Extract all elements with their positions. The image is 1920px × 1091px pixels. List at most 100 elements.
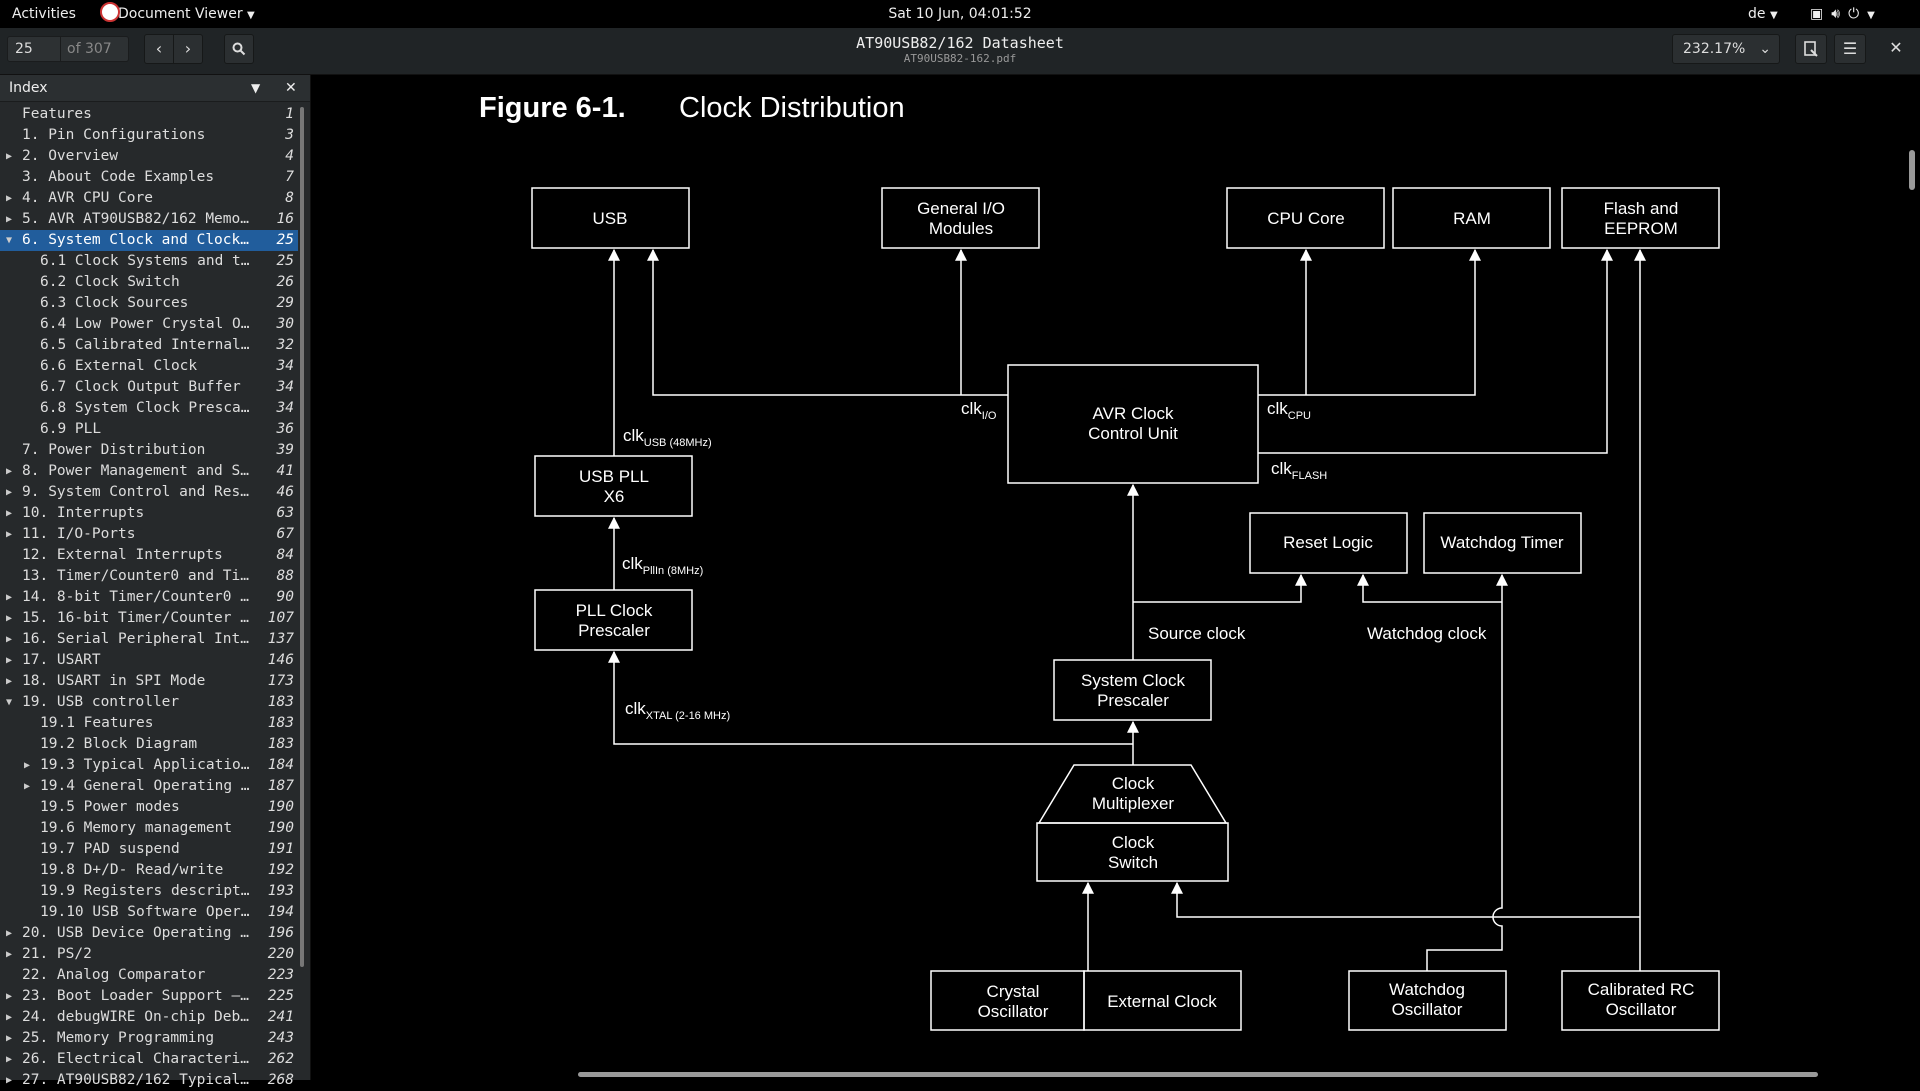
- close-icon: ✕: [1889, 38, 1903, 57]
- page-number-input[interactable]: 25: [7, 36, 61, 62]
- chevron-down-icon[interactable]: ▼: [251, 81, 261, 95]
- zoom-selector[interactable]: 232.17% ⌄: [1672, 34, 1780, 64]
- expander-collapsed-icon[interactable]: ▶: [6, 676, 13, 687]
- vertical-scrollbar[interactable]: [1909, 150, 1915, 190]
- index-item[interactable]: ▶27. AT90USB82/162 Typical…268: [0, 1070, 298, 1091]
- clock[interactable]: Sat 10 Jun, 04:01:52: [888, 6, 1032, 22]
- index-item[interactable]: 6.4 Low Power Crystal O…30: [0, 314, 298, 335]
- index-item[interactable]: ▶19.3 Typical Applicatio…184: [0, 755, 298, 776]
- expander-collapsed-icon[interactable]: ▶: [6, 487, 13, 498]
- app-menu[interactable]: Document Viewer ▼: [100, 0, 255, 28]
- expander-collapsed-icon[interactable]: ▶: [6, 949, 13, 960]
- expander-collapsed-icon[interactable]: ▶: [6, 1012, 13, 1023]
- document-filename: AT90USB82-162.pdf: [903, 52, 1017, 65]
- previous-page-button[interactable]: ‹: [144, 34, 174, 64]
- expander-collapsed-icon[interactable]: ▶: [6, 508, 13, 519]
- keyboard-layout-indicator[interactable]: de ▼: [1748, 0, 1778, 28]
- index-item[interactable]: 6.8 System Clock Presca…34: [0, 398, 298, 419]
- index-item[interactable]: 6.5 Calibrated Internal…32: [0, 335, 298, 356]
- activities-button[interactable]: Activities: [12, 6, 76, 22]
- index-item[interactable]: ▶24. debugWIRE On-chip Deb…241: [0, 1007, 298, 1028]
- expander-collapsed-icon[interactable]: ▶: [6, 991, 13, 1002]
- index-item[interactable]: ▶14. 8-bit Timer/Counter0 …90: [0, 587, 298, 608]
- index-item[interactable]: ▶23. Boot Loader Support –…225: [0, 986, 298, 1007]
- avr-clock-control-unit-block: [1007, 364, 1259, 484]
- next-page-button[interactable]: ›: [173, 34, 203, 64]
- index-item[interactable]: 19.9 Registers descript…193: [0, 881, 298, 902]
- close-icon[interactable]: ✕: [285, 80, 297, 96]
- expander-expanded-icon[interactable]: ▼: [6, 235, 13, 246]
- expander-collapsed-icon[interactable]: ▶: [6, 1033, 13, 1044]
- expander-expanded-icon[interactable]: ▼: [6, 697, 13, 708]
- sidebar-scrollbar[interactable]: [300, 107, 304, 967]
- expander-collapsed-icon[interactable]: ▶: [6, 592, 13, 603]
- expander-collapsed-icon[interactable]: ▶: [6, 151, 13, 162]
- annotations-button[interactable]: [1795, 34, 1827, 64]
- index-item[interactable]: ▶19.4 General Operating …187: [0, 776, 298, 797]
- index-item[interactable]: ▶16. Serial Peripheral Int…137: [0, 629, 298, 650]
- search-button[interactable]: [224, 34, 254, 64]
- expander-collapsed-icon[interactable]: ▶: [6, 193, 13, 204]
- expander-collapsed-icon[interactable]: ▶: [6, 1075, 13, 1086]
- document-view[interactable]: Figure 6-1. Clock Distribution USB Gener…: [311, 75, 1920, 1080]
- close-window-button[interactable]: ✕: [1880, 34, 1912, 64]
- expander-collapsed-icon[interactable]: ▶: [6, 655, 13, 666]
- index-item-page: 36: [276, 421, 294, 437]
- expander-collapsed-icon[interactable]: ▶: [6, 928, 13, 939]
- expander-collapsed-icon[interactable]: ▶: [6, 613, 13, 624]
- index-item[interactable]: ▶5. AVR AT90USB82/162 Memo…16: [0, 209, 298, 230]
- expander-collapsed-icon[interactable]: ▶: [6, 214, 13, 225]
- system-tray[interactable]: ▣🔊︎⏻▼: [1810, 0, 1920, 28]
- index-item[interactable]: 19.10 USB Software Oper…194: [0, 902, 298, 923]
- index-item-page: 88: [276, 568, 294, 584]
- expander-collapsed-icon[interactable]: ▶: [6, 529, 13, 540]
- keyboard-layout-label: de: [1748, 6, 1766, 22]
- index-item[interactable]: ▶26. Electrical Characteri…262: [0, 1049, 298, 1070]
- clk-io-label: clkI/O: [961, 399, 997, 422]
- index-item[interactable]: ▶9. System Control and Res…46: [0, 482, 298, 503]
- expander-collapsed-icon[interactable]: ▶: [6, 634, 13, 645]
- horizontal-scrollbar[interactable]: [578, 1072, 1818, 1077]
- expander-collapsed-icon[interactable]: ▶: [24, 760, 31, 771]
- index-item[interactable]: ▶20. USB Device Operating …196: [0, 923, 298, 944]
- index-item[interactable]: 6.1 Clock Systems and t…25: [0, 251, 298, 272]
- rc-osc-label-1: Calibrated RC: [1588, 980, 1695, 999]
- index-item[interactable]: 13. Timer/Counter0 and Ti…88: [0, 566, 298, 587]
- index-item[interactable]: ▶15. 16-bit Timer/Counter …107: [0, 608, 298, 629]
- index-item-page: 26: [276, 274, 294, 290]
- index-item[interactable]: ▼6. System Clock and Clock…25: [0, 230, 298, 251]
- expander-collapsed-icon[interactable]: ▶: [6, 1054, 13, 1065]
- index-item[interactable]: ▶8. Power Management and S…41: [0, 461, 298, 482]
- sidebar-mode-title[interactable]: Index: [9, 80, 48, 96]
- index-item-page: 29: [276, 295, 294, 311]
- expander-collapsed-icon[interactable]: ▶: [24, 781, 31, 792]
- expander-collapsed-icon[interactable]: ▶: [6, 466, 13, 477]
- menu-button[interactable]: ☰: [1834, 34, 1866, 64]
